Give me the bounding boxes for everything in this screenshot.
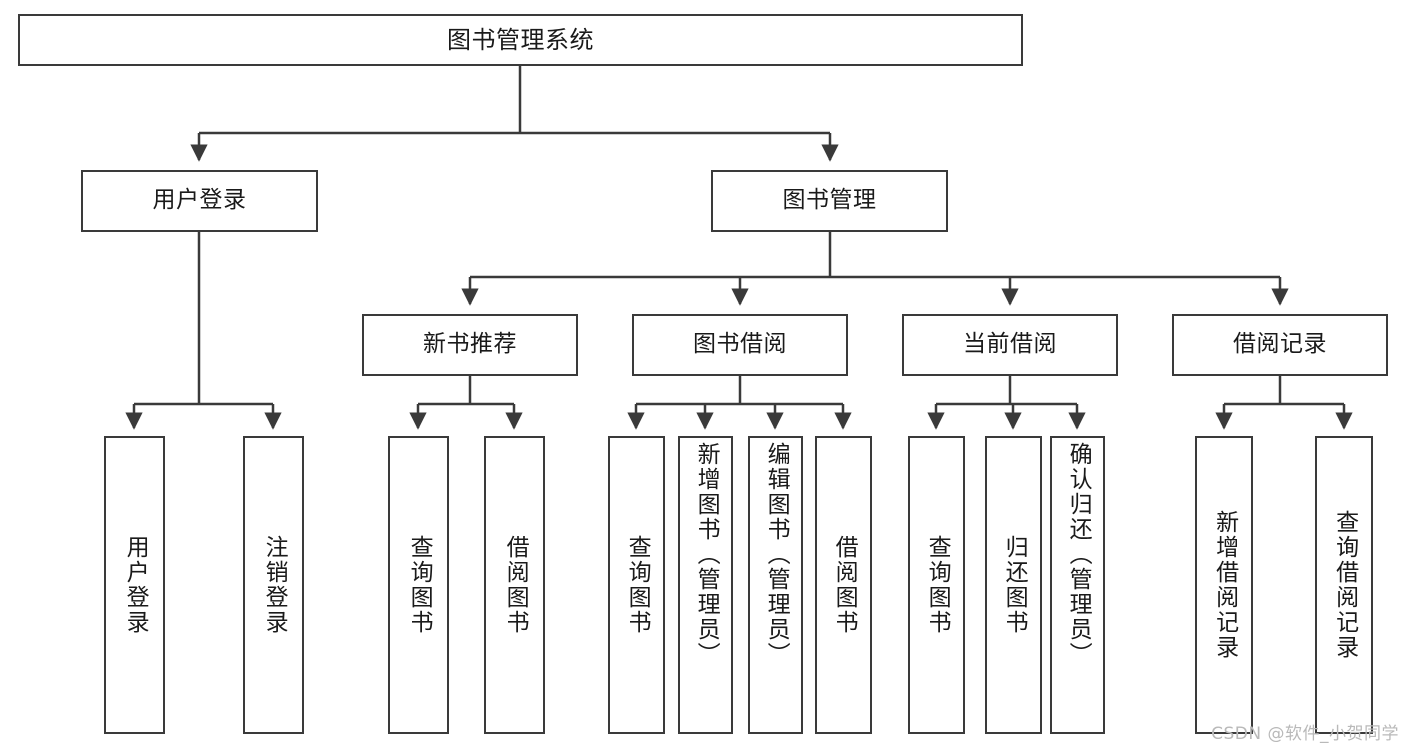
node-user-login[interactable]: 用户登录 — [81, 170, 318, 232]
node-new-book-recommend[interactable]: 新书推荐 — [362, 314, 578, 376]
node-book-borrow[interactable]: 图书借阅 — [632, 314, 848, 376]
leaf-borrow-book-2[interactable]: 借阅图书 — [815, 436, 872, 734]
leaf-confirm-return[interactable]: 确认归还（管理员） — [1050, 436, 1105, 734]
node-current-borrow[interactable]: 当前借阅 — [902, 314, 1118, 376]
leaf-return-book[interactable]: 归还图书 — [985, 436, 1042, 734]
leaf-logout[interactable]: 注销登录 — [243, 436, 304, 734]
csdn-watermark: CSDN @软件_小贺同学 — [1211, 724, 1399, 744]
leaf-edit-book[interactable]: 编辑图书（管理员） — [748, 436, 803, 734]
leaf-user-login[interactable]: 用户登录 — [104, 436, 165, 734]
leaf-add-borrow-record[interactable]: 新增借阅记录 — [1195, 436, 1253, 734]
leaf-query-borrow-record[interactable]: 查询借阅记录 — [1315, 436, 1373, 734]
leaf-add-book[interactable]: 新增图书（管理员） — [678, 436, 733, 734]
leaf-borrow-book-1[interactable]: 借阅图书 — [484, 436, 545, 734]
node-book-management[interactable]: 图书管理 — [711, 170, 948, 232]
leaf-query-book-1[interactable]: 查询图书 — [388, 436, 449, 734]
node-root[interactable]: 图书管理系统 — [18, 14, 1023, 66]
node-borrow-record[interactable]: 借阅记录 — [1172, 314, 1388, 376]
leaf-query-book-3[interactable]: 查询图书 — [908, 436, 965, 734]
leaf-query-book-2[interactable]: 查询图书 — [608, 436, 665, 734]
